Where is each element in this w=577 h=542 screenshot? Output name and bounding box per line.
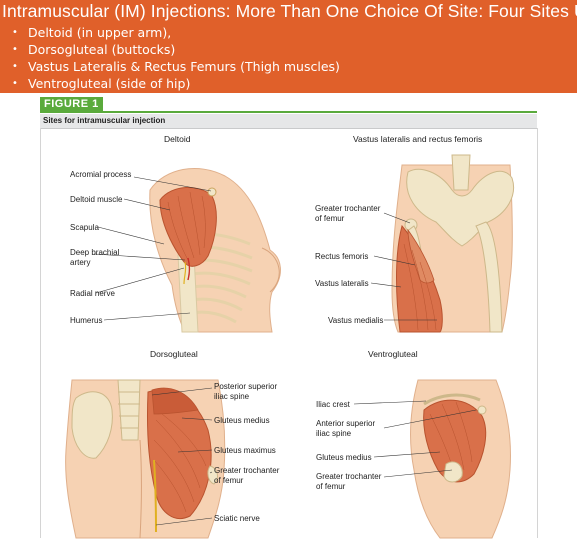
label-posterior-superior-iliac-spine: Posterior superior iliac spine <box>214 382 286 401</box>
ventrogluteal-panel-title: Ventrogluteal <box>368 349 418 359</box>
label-humerus: Humerus <box>70 316 102 326</box>
label-greater-trochanter-dorso: Greater trochanter of femur <box>214 466 286 485</box>
ventrogluteal-greater-trochanter <box>444 462 462 482</box>
humerus-bone <box>178 255 198 332</box>
label-deltoid-muscle: Deltoid muscle <box>70 195 122 205</box>
label-greater-trochanter-ventro: Greater trochanter of femur <box>316 472 386 491</box>
spine-vertebrae <box>118 380 140 440</box>
sacrum-vertebrae <box>452 155 470 190</box>
label-sciatic-nerve: Sciatic nerve <box>214 514 260 524</box>
ventrogluteal-illustration <box>354 380 510 538</box>
label-deep-brachial-artery: Deep brachial artery <box>70 248 122 267</box>
anterior-superior-iliac-spine <box>478 406 486 414</box>
label-vastus-lateralis: Vastus lateralis <box>315 279 369 289</box>
label-gluteus-medius-dorso: Gluteus medius <box>214 416 270 426</box>
label-rectus-femoris: Rectus femoris <box>315 252 368 262</box>
deltoid-panel-title: Deltoid <box>164 134 190 144</box>
label-scapula: Scapula <box>70 223 99 233</box>
vastus-illustration <box>371 155 514 332</box>
label-anterior-superior-iliac-spine: Anterior superior iliac spine <box>316 419 386 438</box>
acromial-process <box>208 188 216 196</box>
label-gluteus-medius-ventro: Gluteus medius <box>316 453 372 463</box>
label-gluteus-maximus: Gluteus maximus <box>214 446 276 456</box>
label-acromial-process: Acromial process <box>70 170 131 180</box>
label-vastus-medialis: Vastus medialis <box>328 316 383 326</box>
label-greater-trochanter-vastus: Greater trochanter of femur <box>315 204 385 223</box>
dorsogluteal-illustration <box>66 380 225 538</box>
dorsogluteal-panel-title: Dorsogluteal <box>150 349 198 359</box>
vastus-panel-title: Vastus lateralis and rectus femoris <box>353 134 482 144</box>
label-radial-nerve: Radial nerve <box>70 289 115 299</box>
label-iliac-crest: Iliac crest <box>316 400 350 410</box>
